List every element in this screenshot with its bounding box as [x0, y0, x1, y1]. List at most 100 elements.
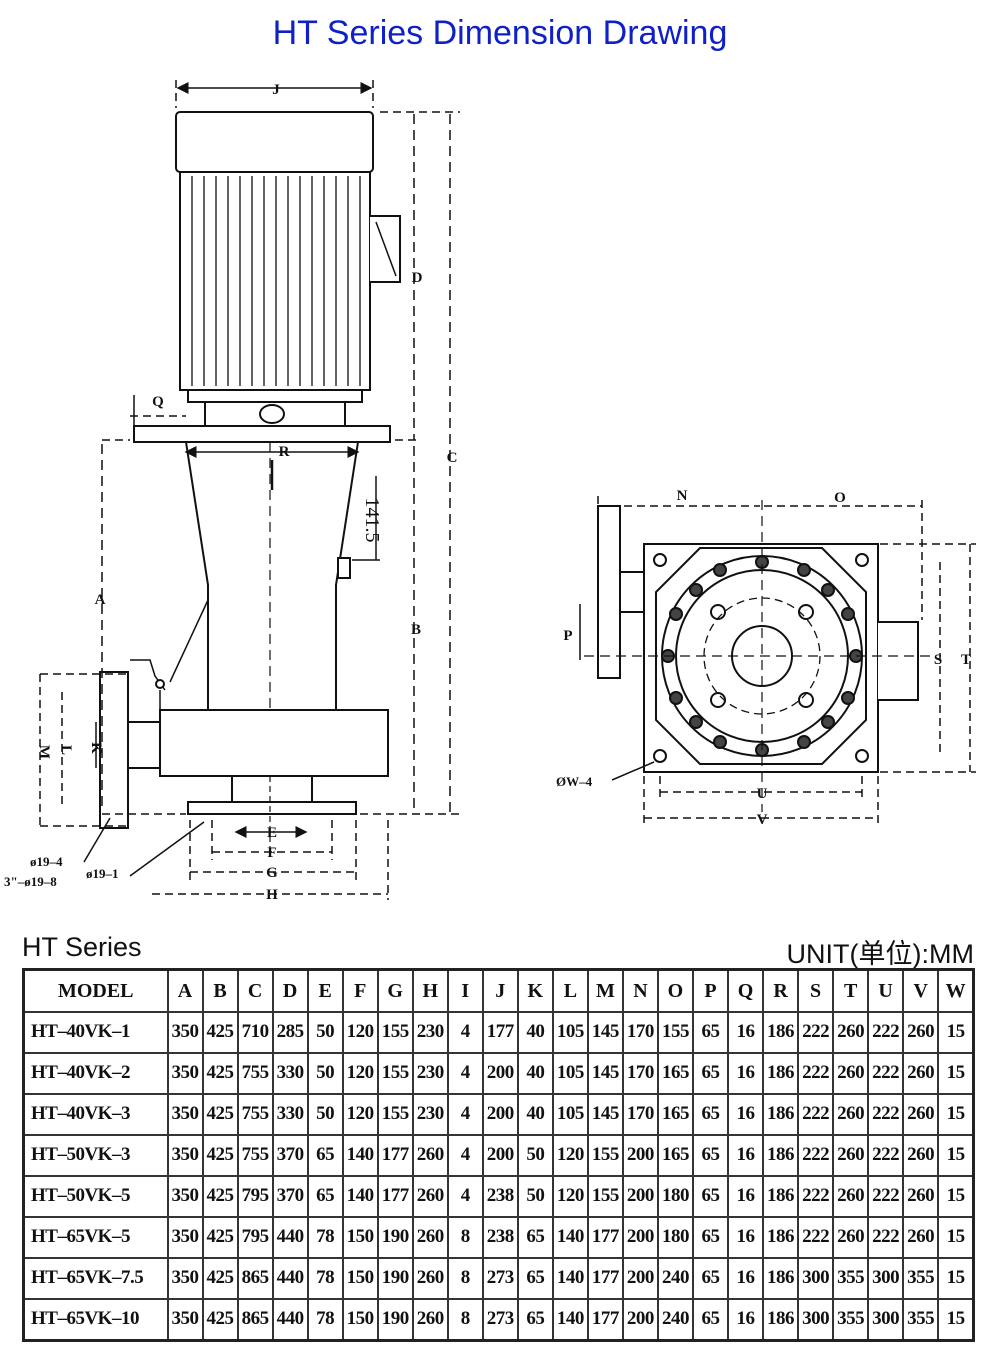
table-header-cell: W	[937, 968, 975, 1013]
label-A: A	[95, 592, 106, 608]
value-cell: 16	[726, 1051, 765, 1095]
value-cell: 186	[762, 1174, 800, 1218]
value-cell: 65	[691, 1133, 730, 1177]
model-cell: HT–50VK–3	[22, 1133, 169, 1177]
value-cell: 425	[201, 1133, 239, 1177]
label-G: G	[266, 865, 278, 881]
value-cell: 186	[762, 1215, 800, 1259]
value-cell: 16	[726, 1297, 765, 1342]
value-cell: 15	[937, 1297, 975, 1342]
value-cell: 222	[797, 1011, 835, 1054]
value-cell: 120	[551, 1174, 589, 1218]
value-cell: 8	[446, 1215, 484, 1259]
value-cell: 350	[166, 1297, 204, 1342]
mounting-plate	[133, 425, 391, 443]
value-cell: 186	[762, 1256, 800, 1300]
value-cell: 177	[586, 1215, 624, 1259]
value-cell: 222	[797, 1051, 835, 1095]
value-cell: 200	[481, 1133, 519, 1177]
value-cell: 145	[586, 1051, 624, 1095]
value-cell: 105	[551, 1051, 589, 1095]
label-K: K	[88, 742, 104, 754]
table-header-cell: A	[166, 968, 204, 1013]
value-cell: 65	[691, 1092, 730, 1136]
value-cell: 222	[867, 1051, 905, 1095]
value-cell: 65	[691, 1174, 730, 1218]
value-cell: 425	[201, 1256, 239, 1300]
table-header-cell: Q	[726, 968, 765, 1013]
table-header-cell: N	[621, 968, 659, 1013]
value-cell: 425	[201, 1174, 239, 1218]
value-cell: 222	[867, 1174, 905, 1218]
table-header-cell: U	[867, 968, 905, 1013]
value-cell: 260	[832, 1174, 870, 1218]
model-cell: HT–50VK–5	[22, 1174, 169, 1218]
value-cell: 710	[236, 1011, 274, 1054]
model-cell: HT–40VK–2	[22, 1051, 169, 1095]
value-cell: 300	[797, 1256, 835, 1300]
value-cell: 140	[551, 1256, 589, 1300]
value-cell: 230	[411, 1011, 449, 1054]
value-cell: 78	[306, 1297, 344, 1342]
value-cell: 186	[762, 1297, 800, 1342]
value-cell: 300	[867, 1297, 905, 1342]
table-header-cell: T	[832, 968, 870, 1013]
value-cell: 260	[411, 1133, 449, 1177]
value-cell: 330	[271, 1092, 309, 1136]
value-cell: 260	[411, 1297, 449, 1342]
value-cell: 8	[446, 1297, 484, 1342]
value-cell: 8	[446, 1256, 484, 1300]
value-cell: 260	[411, 1215, 449, 1259]
value-cell: 260	[902, 1133, 940, 1177]
value-cell: 165	[656, 1133, 694, 1177]
value-cell: 16	[726, 1011, 765, 1054]
top-view-labels: N O P S T ØW–4 U V	[556, 488, 971, 828]
value-cell: 4	[446, 1092, 484, 1136]
value-cell: 440	[271, 1297, 309, 1342]
value-cell: 425	[201, 1215, 239, 1259]
value-cell: 16	[726, 1256, 765, 1300]
label-D: D	[412, 270, 423, 286]
side-view-dimensions	[39, 80, 460, 900]
value-cell: 425	[201, 1297, 239, 1342]
value-cell: 170	[621, 1011, 659, 1054]
value-cell: 150	[341, 1215, 379, 1259]
value-cell: 440	[271, 1215, 309, 1259]
table-header-cell: J	[481, 968, 519, 1013]
value-cell: 65	[691, 1051, 730, 1095]
value-cell: 4	[446, 1133, 484, 1177]
value-cell: 190	[376, 1215, 414, 1259]
value-cell: 222	[797, 1092, 835, 1136]
value-cell: 260	[902, 1051, 940, 1095]
value-cell: 50	[306, 1051, 344, 1095]
value-cell: 78	[306, 1256, 344, 1300]
value-cell: 370	[271, 1133, 309, 1177]
top-view-dimensions	[579, 496, 976, 824]
value-cell: 140	[341, 1133, 379, 1177]
value-cell: 16	[726, 1174, 765, 1218]
value-cell: 238	[481, 1215, 519, 1259]
value-cell: 222	[867, 1133, 905, 1177]
value-cell: 350	[166, 1174, 204, 1218]
table-header-cell: V	[902, 968, 940, 1013]
value-cell: 186	[762, 1133, 800, 1177]
table-header-cell: K	[516, 968, 554, 1013]
value-cell: 350	[166, 1215, 204, 1259]
value-cell: 145	[586, 1011, 624, 1054]
value-cell: 50	[516, 1133, 554, 1177]
value-cell: 222	[797, 1174, 835, 1218]
value-cell: 260	[832, 1051, 870, 1095]
label-C: C	[447, 450, 458, 466]
value-cell: 65	[691, 1215, 730, 1259]
value-cell: 50	[306, 1011, 344, 1054]
value-cell: 177	[586, 1297, 624, 1342]
table-header-cell: O	[656, 968, 694, 1013]
table-header-cell: L	[551, 968, 589, 1013]
value-cell: 350	[166, 1133, 204, 1177]
top-discharge-flange	[597, 505, 621, 679]
value-cell: 273	[481, 1297, 519, 1342]
value-cell: 105	[551, 1092, 589, 1136]
label-W: ØW–4	[556, 774, 593, 789]
value-cell: 15	[937, 1133, 975, 1177]
